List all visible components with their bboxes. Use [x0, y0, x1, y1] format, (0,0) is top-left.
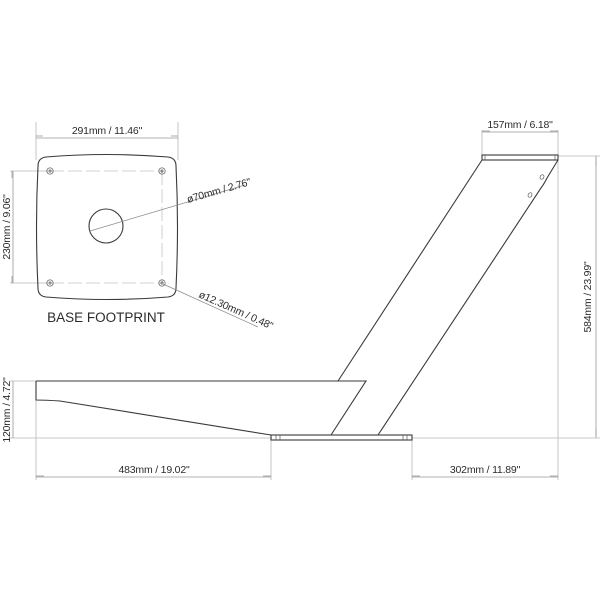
platform-height-dimension: 120mm / 4.72" [1, 377, 272, 443]
side-view: 157mm / 6.18" 584mm / 23.99" 120mm / 4.7… [1, 119, 600, 480]
overall-height-dimension: 584mm / 23.99" [412, 155, 600, 480]
base-offset-dimension: 302mm / 11.89" [411, 440, 558, 480]
footprint-plate-outline [35, 153, 179, 301]
arm-hole-icon [527, 192, 533, 198]
base-plate [270, 434, 413, 441]
platform-outline [35, 380, 368, 436]
bolt-hole-icon [158, 279, 166, 287]
overall-height-label: 584mm / 23.99" [582, 261, 594, 332]
base-offset-label: 302mm / 11.89" [450, 464, 521, 476]
arm-hole-icon [539, 174, 545, 180]
bolt-hole-icon [46, 279, 54, 287]
top-plate-width-label: 157mm / 6.18" [487, 119, 553, 131]
platform-height-label: 120mm / 4.72" [1, 377, 13, 443]
top-plate-width-dimension: 157mm / 6.18" [481, 119, 559, 155]
footprint-height-label: 230mm / 9.06" [1, 194, 13, 260]
bolt-holes [46, 167, 166, 287]
top-plate [481, 154, 559, 161]
arm-outline [337, 159, 559, 436]
center-hole-label: ø70mm / 2.76" [186, 176, 253, 206]
footprint-width-label: 291mm / 11.46" [72, 125, 143, 137]
footprint-height-dimension: 230mm / 9.06" [1, 170, 48, 284]
bolt-hole-icon [46, 167, 54, 175]
bolt-hole-label: ø12.30mm / 0.48" [197, 289, 275, 333]
base-footprint-title: BASE FOOTPRINT [47, 310, 165, 325]
footprint-width-dimension: 291mm / 11.46" [35, 122, 179, 160]
platform-length-label: 483mm / 19.02" [119, 464, 190, 476]
platform-length-dimension: 483mm / 19.02" [35, 400, 272, 480]
base-footprint-view: 291mm / 11.46" 230mm / 9.06" [1, 122, 275, 332]
center-hole-icon [88, 208, 124, 244]
bolt-hole-icon [158, 167, 166, 175]
